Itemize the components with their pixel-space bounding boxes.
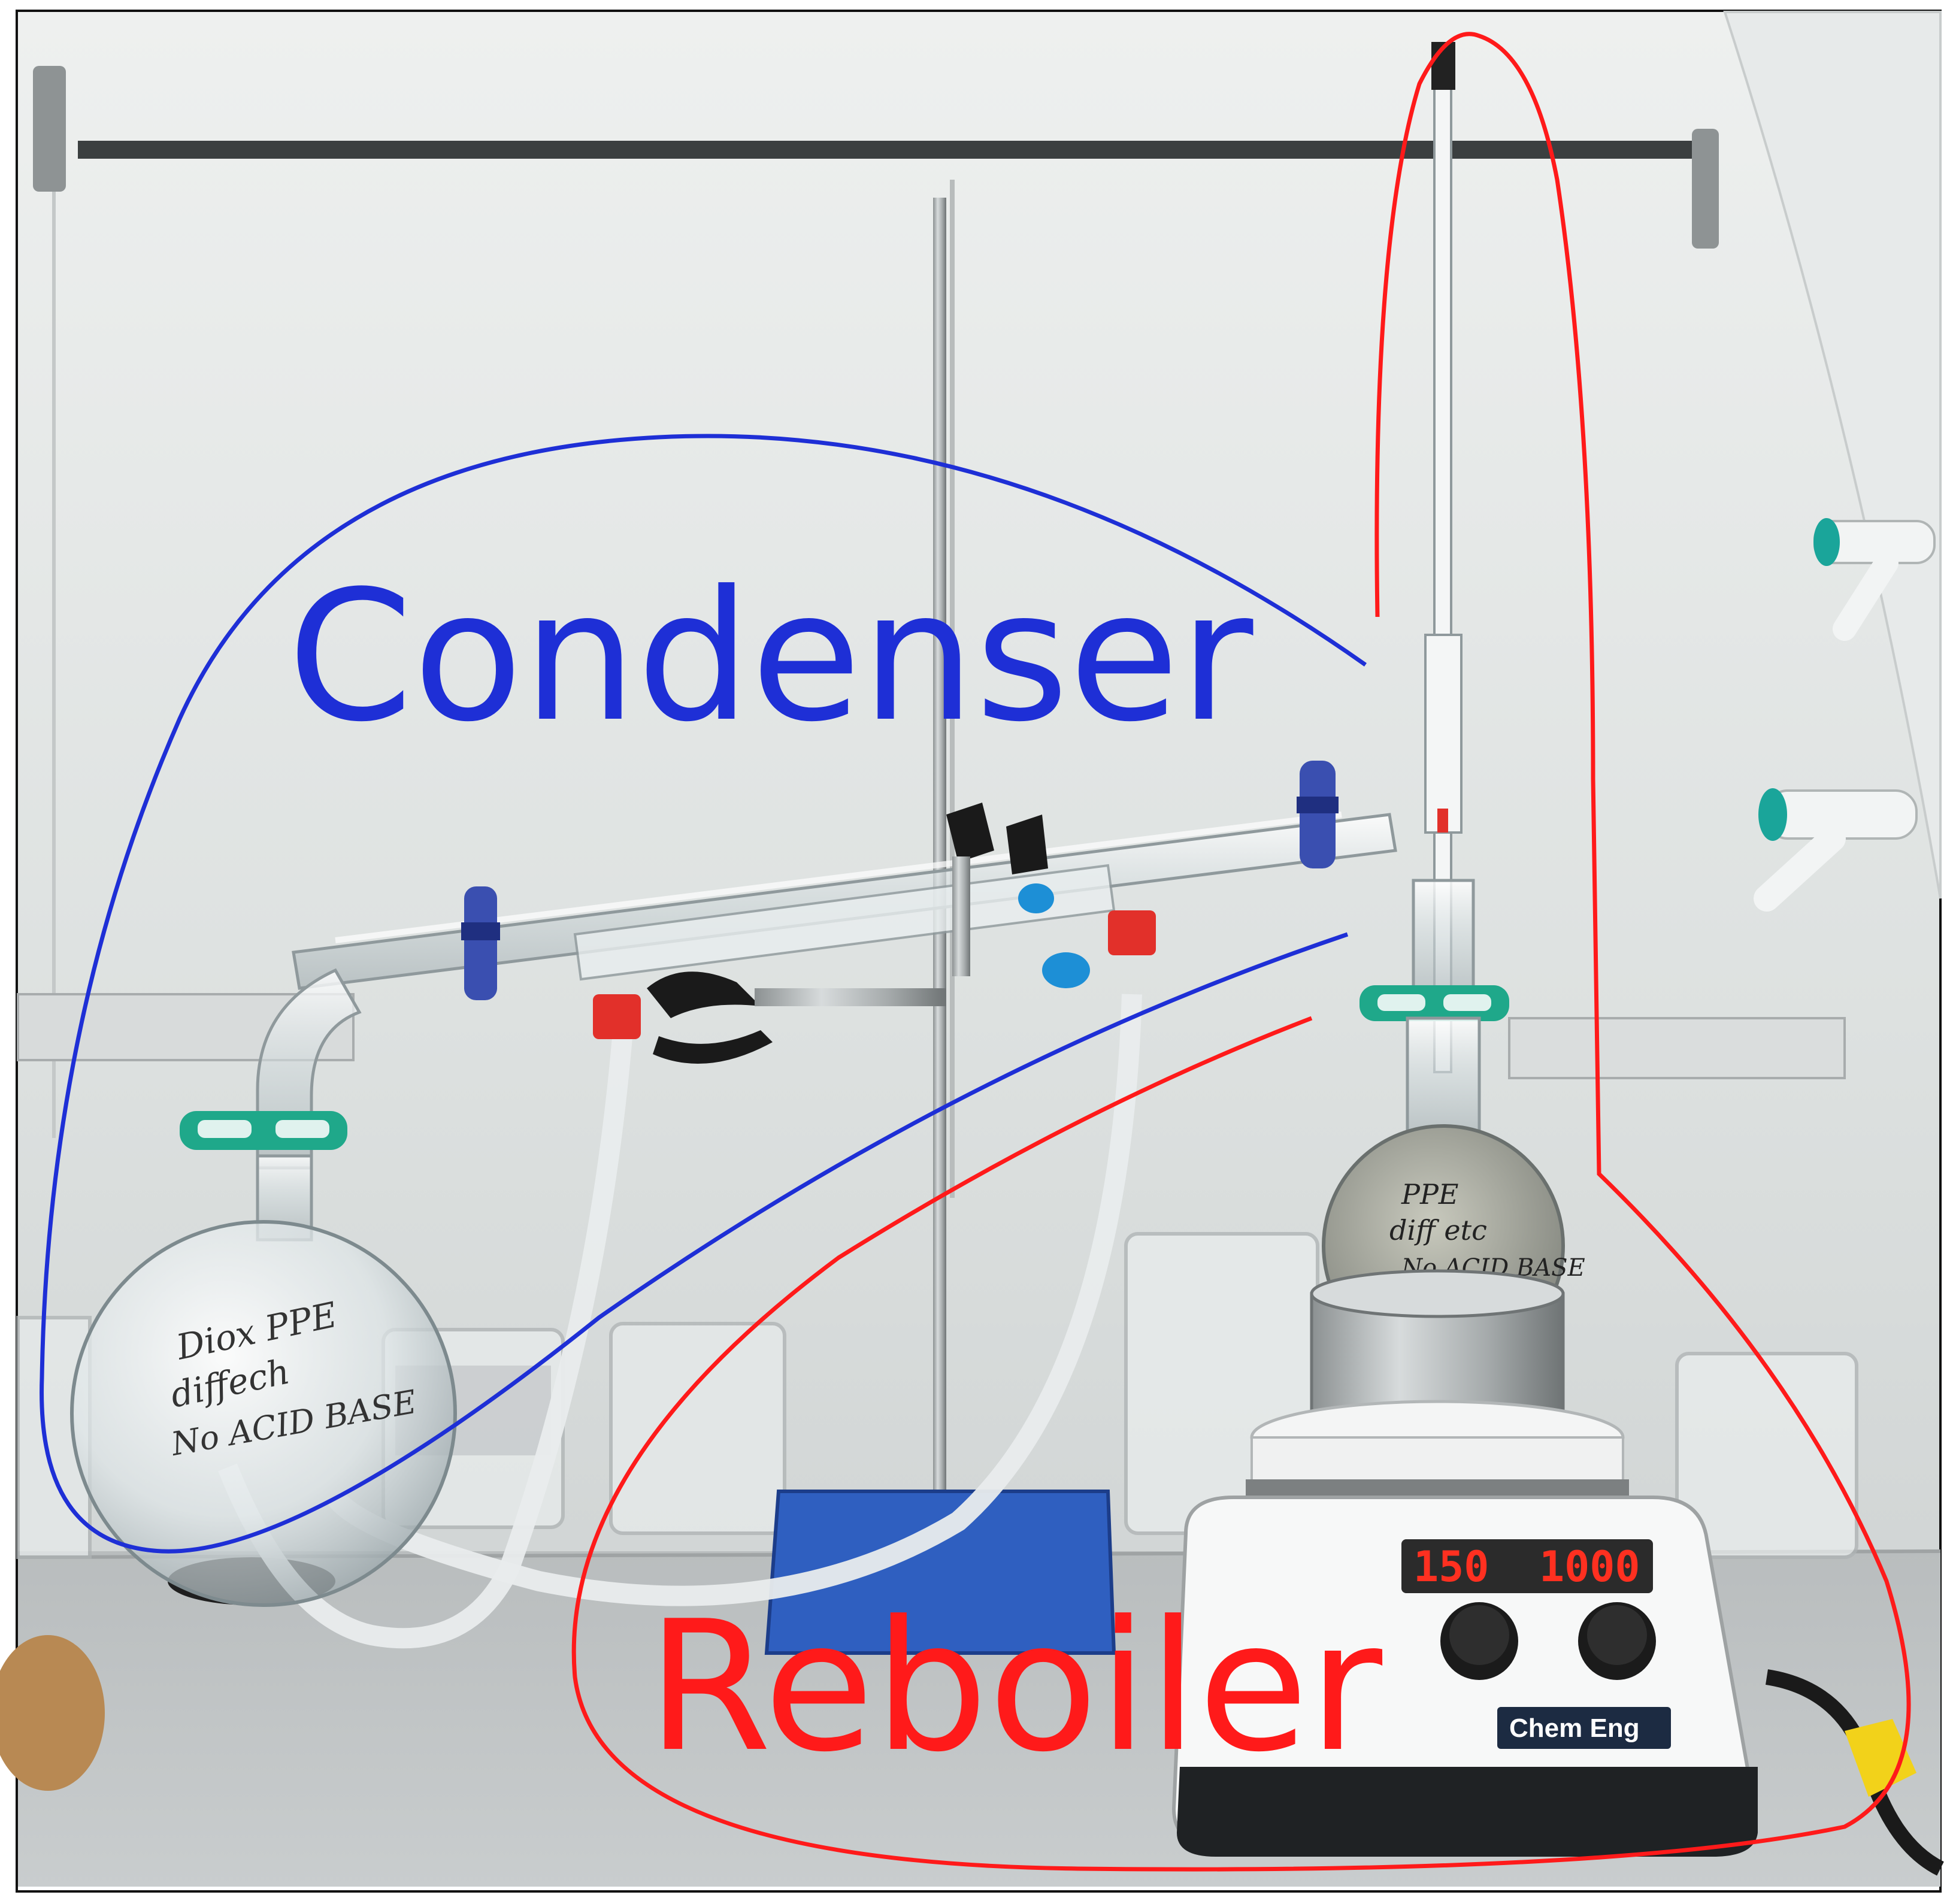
reboiler-label: Reboiler xyxy=(647,1582,1384,1791)
image-border xyxy=(16,10,1942,1893)
tap-upper-icon xyxy=(1813,518,1936,641)
condenser-outline xyxy=(40,434,1367,1554)
heating-block-rim xyxy=(1310,1269,1565,1318)
rail-bracket-left xyxy=(33,66,66,192)
black-clamp-lower-icon xyxy=(647,971,946,1064)
blue-joint-clip-left-icon xyxy=(461,886,500,1000)
boiling-flask-label-1: PPE xyxy=(1401,1178,1458,1210)
hotplate-display-temperature: 150 xyxy=(1413,1542,1489,1591)
boiling-flask-label-2: diff etc xyxy=(1389,1214,1487,1246)
green-joint-clip-receiver-icon xyxy=(180,1111,347,1150)
hotplate-display-speed: 1000 xyxy=(1539,1542,1640,1591)
hood-side-frame xyxy=(1723,11,1942,899)
top-rail xyxy=(78,141,1713,159)
condenser-label: Condenser xyxy=(287,552,1255,761)
green-joint-clip-boiler-icon xyxy=(1359,985,1509,1021)
thermometer xyxy=(1412,42,1475,1073)
receiver-flask: Diox PPE diffech No ACID BASE xyxy=(70,1154,457,1607)
black-clamp-upper-icon xyxy=(946,803,1048,976)
blue-joint-clip-right-icon xyxy=(1297,761,1339,868)
reboiler-outline xyxy=(571,32,1911,1872)
blue-clamp-knob-icon xyxy=(1018,883,1090,988)
service-pipe-right xyxy=(1508,1017,1846,1079)
rail-bracket-right xyxy=(1692,129,1719,249)
tubing-right xyxy=(326,994,1142,1606)
red-hose-connector-left xyxy=(593,994,641,1039)
red-hose-connector-right xyxy=(1108,910,1156,955)
cork-ring xyxy=(0,1635,105,1791)
hotplate-brand-label: Chem Eng xyxy=(1509,1714,1640,1743)
tap-lower-icon xyxy=(1754,788,1918,912)
yellow-tape xyxy=(1845,1719,1916,1797)
hotplate-stirrer: 150 1000 Chem Eng xyxy=(1171,1400,1758,1857)
